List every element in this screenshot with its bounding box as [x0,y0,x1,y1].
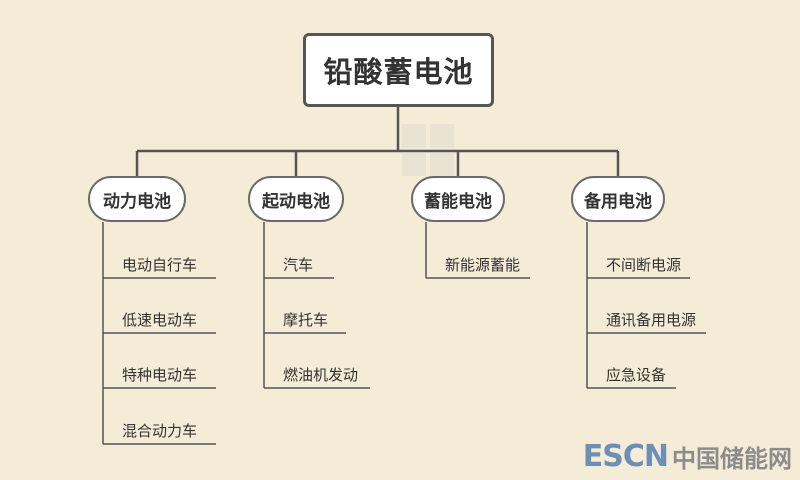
leaf-item: 新能源蓄能 [445,256,521,274]
logo-chinese: 中国储能网 [672,445,792,473]
leaf-item: 混合动力车 [122,422,198,440]
leaf-item: 特种电动车 [122,366,198,384]
category-node-backup: 备用电池 [571,176,665,222]
leaf-item: 低速电动车 [122,311,198,329]
root-node: 铅酸蓄电池 [303,33,494,107]
leaf-item: 燃油机发动 [283,366,359,384]
category-node-power: 动力电池 [88,176,186,222]
watermark [398,120,460,182]
leaf-item: 不间断电源 [606,256,682,274]
category-node-storage: 蓄能电池 [411,176,505,222]
leaf-item: 汽车 [283,256,314,274]
escn-logo: ESCN 中国储能网 [583,439,792,474]
leaf-item: 电动自行车 [122,256,198,274]
leaf-item: 应急设备 [606,366,667,384]
category-node-starter: 起动电池 [248,176,344,222]
leaf-item: 通讯备用电源 [606,311,697,329]
logo-english: ESCN [582,439,669,474]
leaf-item: 摩托车 [283,311,329,329]
